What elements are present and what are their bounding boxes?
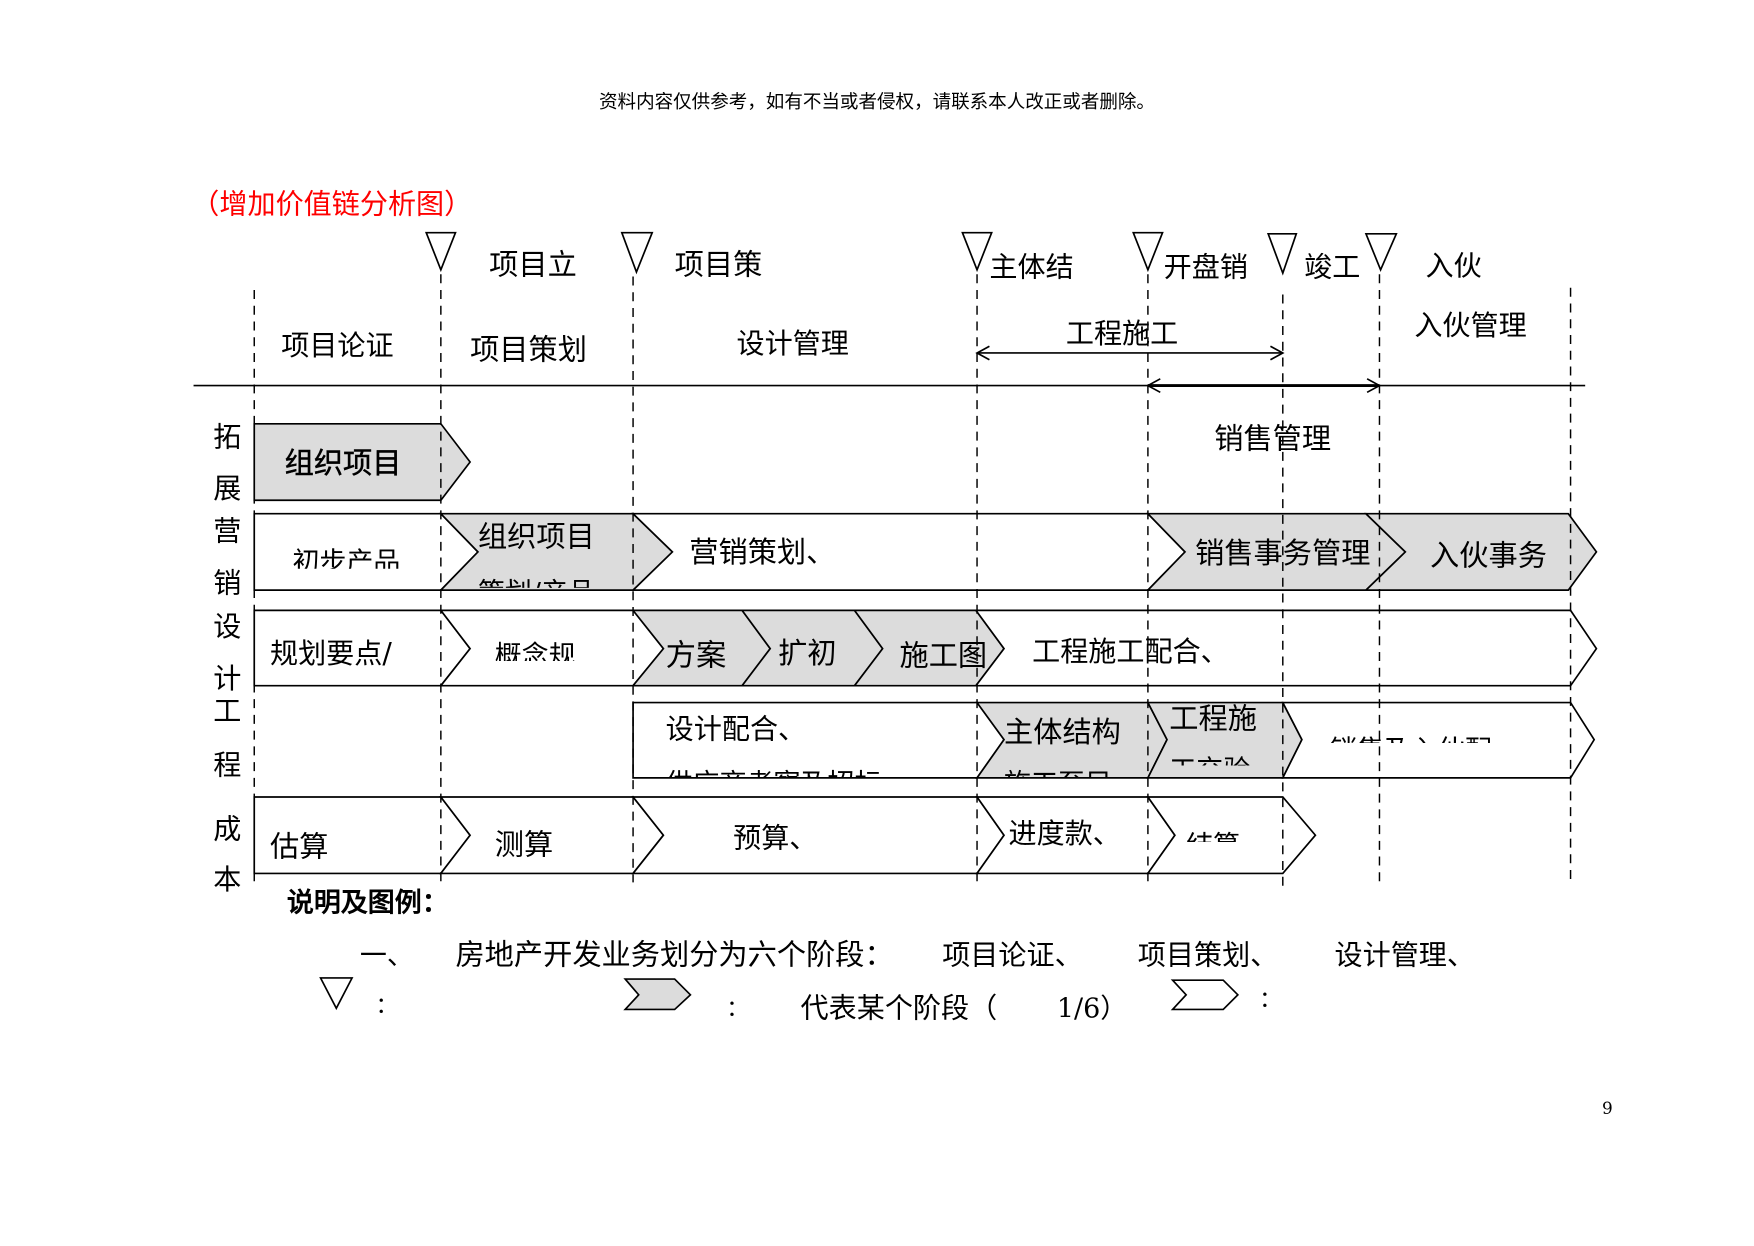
stage-text: 规划要点/ bbox=[270, 637, 392, 670]
phase-labels: 项目论证 项目策划 设计管理 工程施工 入伙管理 销售管理 bbox=[281, 309, 1526, 456]
milestone-label: 项目策 bbox=[675, 247, 763, 281]
row-label-design: 计 bbox=[213, 662, 241, 695]
stage-text: 估算 bbox=[270, 830, 328, 864]
legend-phase-item: 项目论证、 bbox=[942, 938, 1082, 971]
legend-shaded-chevron-desc: 代表某个阶段（ bbox=[801, 991, 998, 1024]
milestone-label: 项目立 bbox=[489, 247, 577, 281]
milestone-label: 竣工 bbox=[1304, 251, 1360, 284]
milestone-labels: 项目立 项目策 主体结 开盘销 竣工 入伙 bbox=[489, 247, 1482, 283]
row-label-design: 设 bbox=[213, 610, 241, 643]
stage-text: 结算 bbox=[1186, 830, 1240, 861]
stage-text: 概念规 bbox=[495, 640, 576, 671]
stage-text: 测算 bbox=[495, 827, 553, 861]
stage-text: 施工图 bbox=[899, 638, 987, 672]
milestone-triangle-icon bbox=[424, 231, 457, 273]
row-labels: 拓 展 营 销 设 计 工 程 成 本 bbox=[213, 420, 241, 896]
phase-label-move-in-management: 入伙管理 bbox=[1414, 309, 1526, 342]
legend-heading: 说明及图例： bbox=[287, 888, 449, 919]
stage-text: 施工至目 bbox=[1004, 768, 1112, 799]
row-label-marketing: 销 bbox=[213, 566, 241, 599]
legend-colon: ： bbox=[1259, 987, 1281, 1013]
milestone-triangle-icon bbox=[1132, 231, 1164, 273]
milestone-label: 开盘销 bbox=[1164, 251, 1248, 284]
stage-text: 初步产品 bbox=[292, 547, 400, 578]
legend-phase-item: 设计管理、 bbox=[1335, 938, 1475, 971]
phase-label-project-planning: 项目策划 bbox=[470, 333, 587, 367]
phase-dividers bbox=[253, 274, 1572, 889]
legend-colon: ： bbox=[376, 993, 398, 1019]
stage-text: 主体结构 bbox=[1004, 715, 1121, 749]
milestone-triangle-icon bbox=[1364, 232, 1398, 272]
phase-label-construction: 工程施工 bbox=[1066, 317, 1178, 350]
phase-label-sales-management: 销售管理 bbox=[1214, 422, 1331, 456]
stage-text: 预算、 bbox=[733, 822, 817, 855]
legend-fraction: 1/6） bbox=[1057, 993, 1127, 1024]
row-label-cost: 本 bbox=[213, 863, 241, 896]
milestone-label: 主体结 bbox=[989, 251, 1073, 284]
stage-text: 策划/产品 bbox=[478, 577, 595, 608]
row-cost: 估算 测算 预算、 进度款、 结算 bbox=[253, 796, 1317, 875]
row-design: 规划要点/ 概念规 方案 扩初 施工图 工程施工配合、 bbox=[253, 609, 1598, 687]
row-label-expansion: 展 bbox=[213, 472, 241, 505]
milestone-markers bbox=[424, 231, 1398, 276]
diagram-title: （增加价值链分析图） bbox=[191, 188, 472, 221]
stage-text: 设计配合、 bbox=[666, 713, 806, 746]
stage-text: 销售及入伙配 bbox=[1330, 735, 1492, 766]
stage-text: 工交验 bbox=[1169, 755, 1250, 786]
legend: 说明及图例： 一、 房地产开发业务划分为六个阶段： 项目论证、 项目策划、 设计… bbox=[287, 888, 1475, 1025]
legend-milestone-triangle-icon bbox=[319, 977, 354, 1011]
stage-chevron-shaded bbox=[1363, 512, 1598, 591]
stage-text: 进度款、 bbox=[1009, 817, 1121, 850]
row-label-expansion: 拓 bbox=[213, 420, 241, 453]
row-label-cost: 成 bbox=[213, 813, 241, 846]
row-marketing: 初步产品 组织项目 策划/产品 营销策划、 销售事务管理 入伙事务 bbox=[253, 512, 1598, 608]
stage-text: 供应商考察及招标 bbox=[666, 768, 882, 799]
row-label-engineering: 工 bbox=[213, 695, 241, 728]
phase-label-project-demonstration: 项目论证 bbox=[281, 329, 393, 362]
row-expansion: 组织项目 bbox=[253, 422, 472, 502]
milestone-triangle-icon bbox=[620, 231, 654, 275]
sales-span-arrow bbox=[1146, 378, 1382, 394]
milestone-triangle-icon bbox=[1266, 232, 1298, 276]
row-label-engineering: 程 bbox=[213, 749, 241, 782]
stage-text: 组织项目 bbox=[478, 519, 595, 553]
stage-chevron bbox=[631, 796, 1006, 875]
page-number: 9 bbox=[1602, 1098, 1613, 1118]
stage-text: 入伙事务 bbox=[1430, 538, 1547, 572]
legend-white-chevron-icon bbox=[1170, 979, 1240, 1011]
row-engineering: 设计配合、 供应商考察及招标 主体结构 施工至目 工程施 工交验 销售及入伙配 bbox=[632, 701, 1596, 799]
legend-phases-intro: 房地产开发业务划分为六个阶段： bbox=[455, 937, 893, 971]
stage-text: 方案 bbox=[666, 638, 727, 673]
header-note: 资料内容仅供参考，如有不当或者侵权，请联系本人改正或者删除。 bbox=[599, 92, 1155, 113]
milestone-triangle-icon bbox=[961, 231, 993, 273]
legend-colon: ： bbox=[726, 996, 748, 1022]
stage-chevron bbox=[1146, 796, 1317, 875]
milestone-label: 入伙 bbox=[1426, 249, 1482, 282]
stage-text: 组织项目 bbox=[285, 446, 402, 480]
row-label-marketing: 营 bbox=[213, 515, 241, 548]
legend-shaded-chevron-icon bbox=[623, 978, 692, 1011]
legend-phase-item: 项目策划、 bbox=[1138, 938, 1278, 971]
phase-label-design-management: 设计管理 bbox=[736, 327, 848, 360]
stage-text: 工程施 bbox=[1169, 701, 1257, 735]
stage-text: 工程施工配合、 bbox=[1032, 635, 1229, 668]
legend-item-number: 一、 bbox=[360, 940, 414, 971]
stage-text: 营销策划、 bbox=[689, 535, 835, 569]
stage-text: 扩初 bbox=[778, 636, 836, 670]
